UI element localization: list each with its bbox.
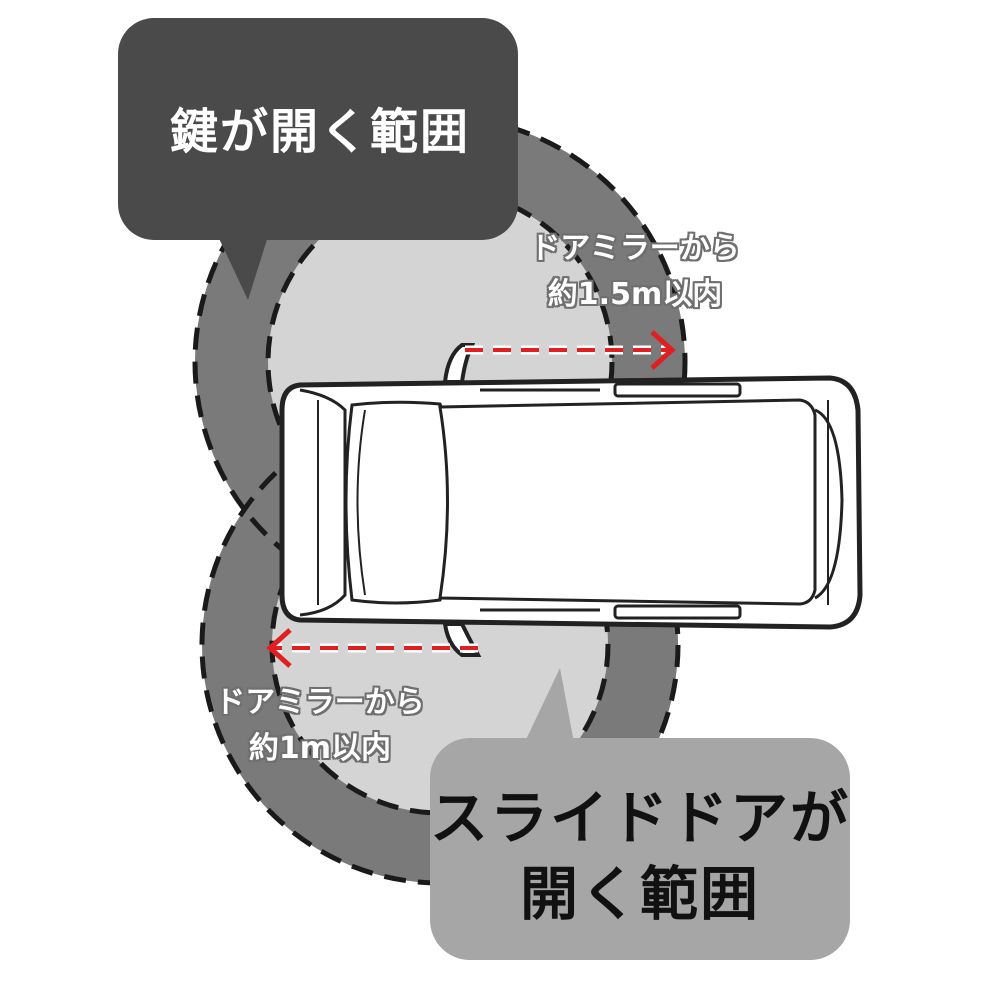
key-range-callout-text: 鍵が開く範囲 (169, 104, 470, 160)
slide-door-distance-note: ドアミラーから 約1m以内 (175, 680, 465, 772)
slide-door-callout-bubble (430, 668, 850, 960)
key-range-arrowhead (650, 330, 676, 370)
door-range-outer-boundary (199, 404, 681, 886)
key-range-note-line1: ドアミラーから (530, 231, 740, 266)
car-top-view (279, 343, 863, 657)
slide-door-callout-text: スライドドアが 開く範囲 (430, 780, 850, 932)
slide-door-callout-line1: スライドドアが (430, 784, 851, 852)
slide-door-note-line2: 約1m以内 (248, 731, 392, 766)
slide-door-note-line1: ドアミラーから (215, 685, 425, 720)
key-range-inner-boundary (265, 187, 615, 537)
key-range-callout-bubble (118, 18, 518, 300)
door-range-arrowhead (266, 628, 292, 668)
key-range-distance-note: ドアミラーから 約1.5m以内 (480, 226, 790, 318)
key-range-note-line2: 約1.5m以内 (547, 277, 723, 312)
slide-door-callout-line2: 開く範囲 (519, 860, 760, 928)
